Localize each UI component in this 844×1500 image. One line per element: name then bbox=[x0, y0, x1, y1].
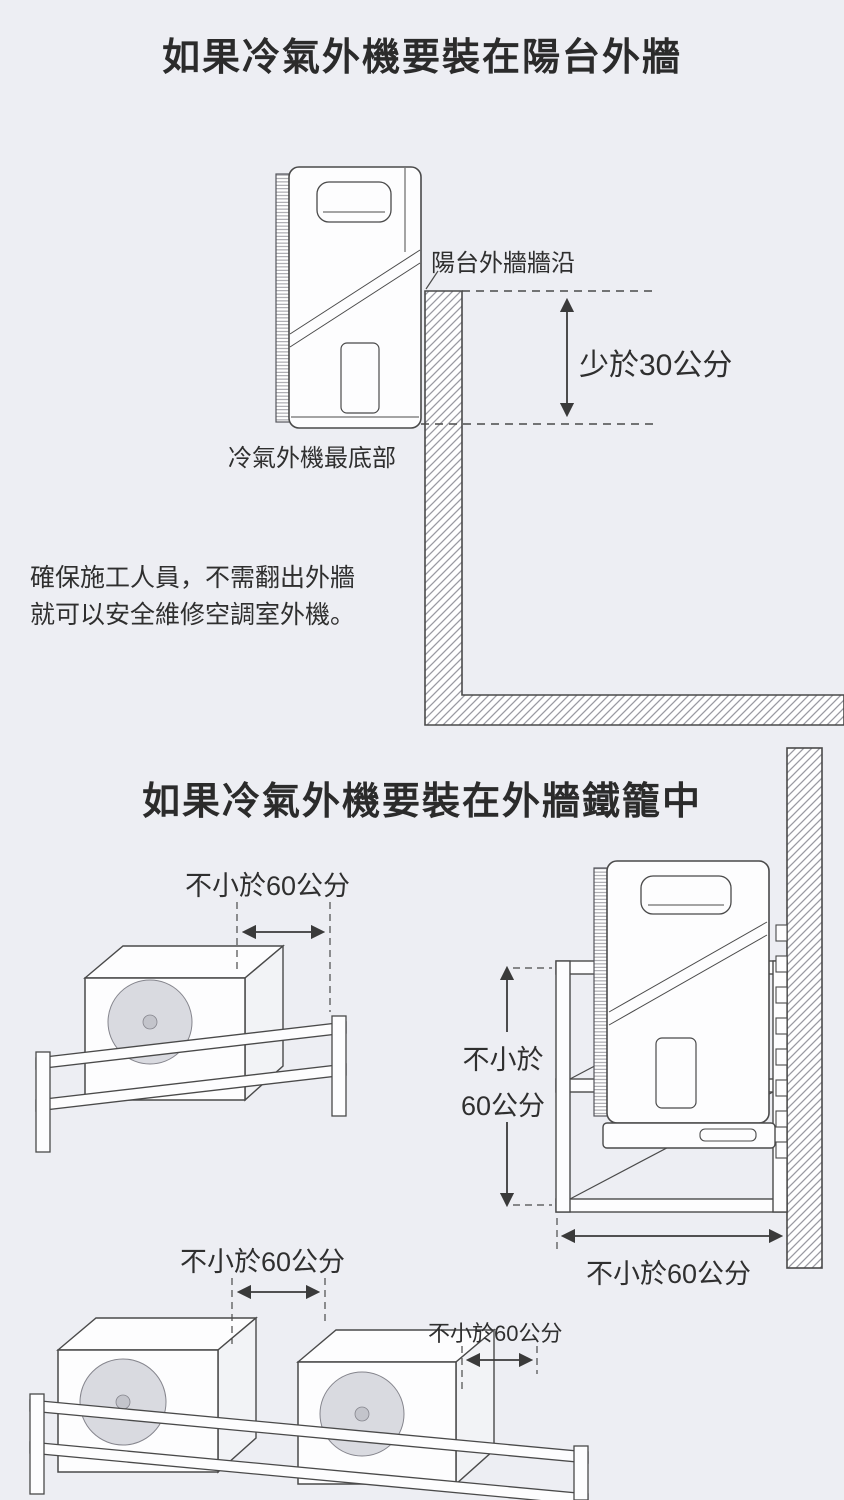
side-clearance-label: 不小於60公分 bbox=[185, 871, 351, 901]
railing-left-post bbox=[35, 1051, 51, 1153]
row-side-clearance-label: 不小於60公分 bbox=[180, 1247, 346, 1277]
exterior-wall bbox=[786, 747, 823, 1269]
cage-section-title: 如果冷氣外機要裝在外牆鐵籠中 bbox=[141, 781, 702, 823]
unit-bottom-label: 冷氣外機最底部 bbox=[228, 445, 396, 472]
maintenance-note-line2: 就可以安全維修空調室外機。 bbox=[30, 601, 356, 629]
clearance-30cm-label: 少於30公分 bbox=[579, 349, 733, 382]
between-units-clearance-label: 不小於60公分 bbox=[428, 1321, 563, 1346]
maintenance-note-line1: 確保施工人員，不需翻出外牆 bbox=[30, 564, 356, 592]
dimension-cage-height-60cm bbox=[499, 965, 552, 1208]
wall-edge-label: 陽台外牆牆沿 bbox=[431, 250, 575, 277]
balcony-section-title: 如果冷氣外機要裝在陽台外牆 bbox=[161, 37, 682, 79]
vertical-clearance-label-line1: 不小於 bbox=[462, 1045, 544, 1075]
unit-top-vent bbox=[316, 181, 392, 223]
cage-left-post bbox=[555, 960, 571, 1213]
railing-right-post bbox=[331, 1015, 347, 1117]
unit-top-vent bbox=[640, 875, 732, 915]
cage-width-clearance-label: 不小於60公分 bbox=[586, 1259, 752, 1289]
cage-bottom-bar bbox=[555, 1198, 788, 1213]
ac-unit-in-cage bbox=[593, 860, 776, 1149]
vertical-clearance-label-line2: 60公分 bbox=[460, 1091, 546, 1121]
unit-on-railing-single bbox=[35, 902, 347, 1153]
wall-mount-hinges bbox=[775, 924, 788, 1159]
railing-left-post bbox=[29, 1393, 45, 1495]
unit-body bbox=[606, 860, 770, 1124]
unit-base bbox=[602, 1122, 776, 1149]
railing-right-post bbox=[573, 1445, 589, 1500]
dimension-less-than-30cm bbox=[421, 270, 656, 425]
units-row-on-railing bbox=[29, 1278, 589, 1500]
dimension-cage-width-60cm bbox=[556, 1218, 784, 1254]
unit-body bbox=[288, 166, 422, 429]
wall-edge-leader-line bbox=[425, 270, 439, 290]
ac-unit-upright bbox=[275, 166, 422, 429]
